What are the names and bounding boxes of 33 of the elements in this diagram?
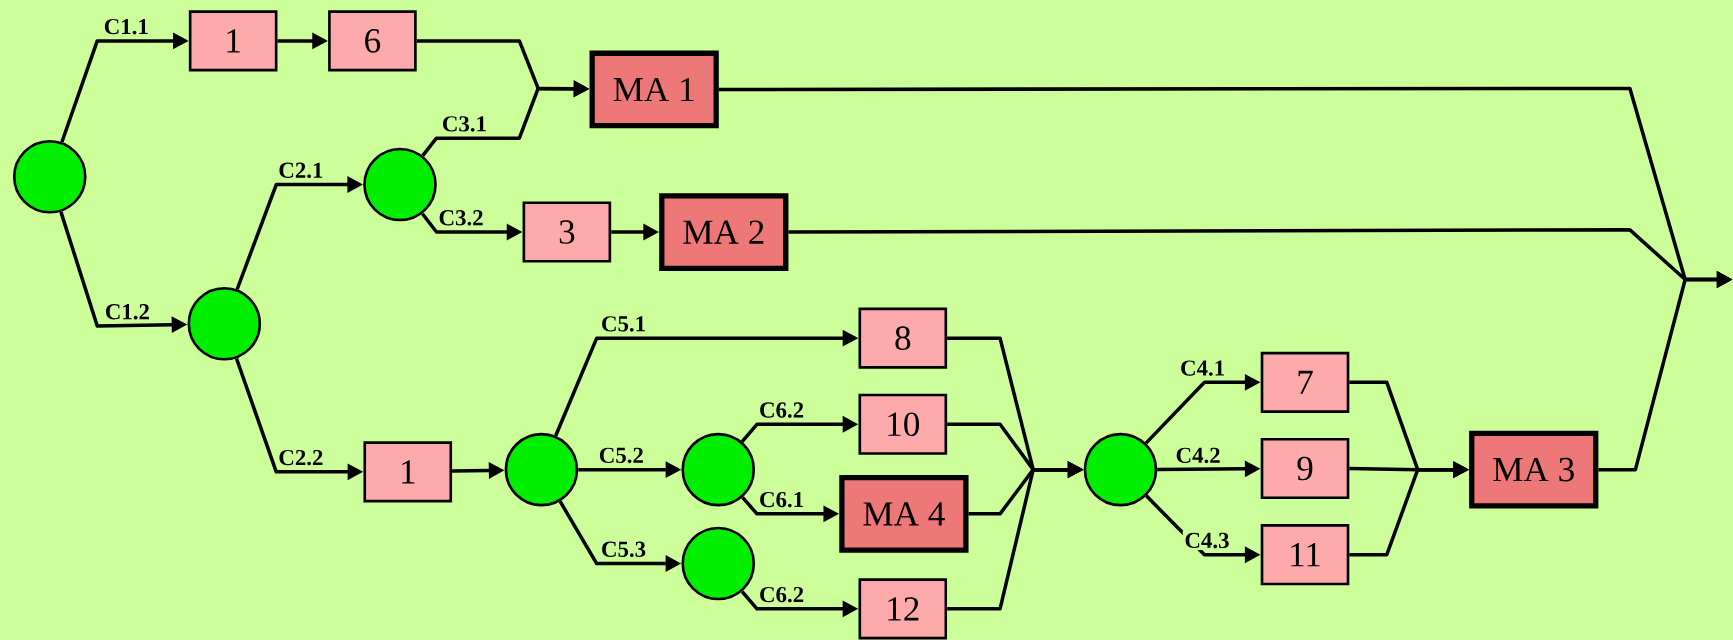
process-box: 3	[522, 201, 612, 263]
junction-circle	[681, 526, 756, 601]
junction-circle	[363, 147, 437, 222]
edge-label: C3.2	[436, 208, 486, 228]
process-box: 11	[1260, 524, 1350, 586]
edge-label: C1.1	[102, 17, 151, 37]
edge-label: C5.3	[599, 539, 648, 559]
junction-circle	[504, 432, 579, 507]
process-box: MA 3	[1469, 430, 1599, 509]
junction-circle	[1083, 432, 1158, 507]
edge-label: C1.2	[103, 302, 152, 322]
edge-label: C6.2	[757, 400, 806, 420]
edge-label: C6.2	[757, 585, 806, 605]
process-box: 9	[1260, 437, 1350, 500]
edge-label: C5.1	[599, 314, 648, 334]
process-box: 6	[328, 10, 417, 72]
process-box: MA 1	[589, 50, 719, 129]
edge-label: C2.2	[276, 448, 326, 468]
edge-label: C3.1	[440, 114, 489, 134]
junction-circle	[681, 432, 756, 507]
process-box: 8	[858, 307, 948, 369]
junction-circle	[12, 139, 87, 214]
process-box: 1	[188, 10, 278, 72]
process-box: 10	[858, 393, 948, 455]
process-box: 12	[858, 578, 948, 640]
process-box: 1	[363, 441, 453, 503]
process-box: 7	[1260, 351, 1350, 413]
edge-label: C4.1	[1178, 358, 1227, 378]
edge-label: C6.1	[757, 490, 806, 510]
process-box: MA 4	[839, 474, 969, 553]
junction-circle	[187, 286, 262, 361]
process-box: MA 2	[659, 193, 789, 271]
edge-label: C5.2	[597, 445, 646, 465]
